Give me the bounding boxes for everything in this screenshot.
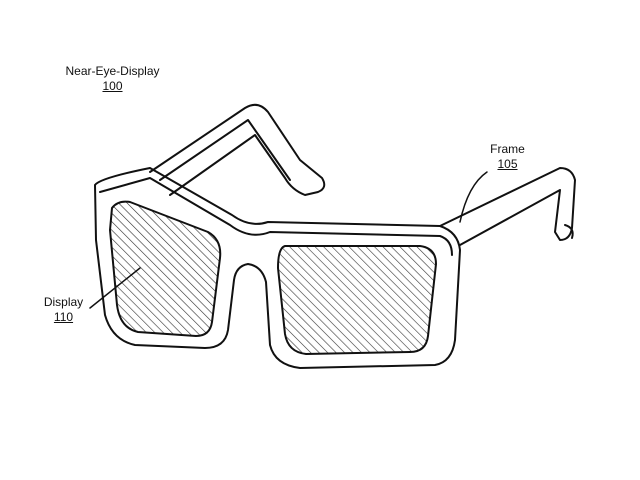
near-eye-display-label: Near-Eye-Display 100	[55, 64, 170, 94]
left-lens	[109, 200, 222, 337]
near-eye-display-ref: 100	[102, 79, 123, 93]
display-title: Display	[43, 295, 84, 309]
near-eye-display-title: Near-Eye-Display	[65, 64, 160, 78]
display-leader	[89, 267, 141, 309]
display-label: Display 110	[36, 295, 91, 325]
frame-ref: 105	[497, 157, 518, 171]
far-temple	[149, 103, 326, 196]
near-temple	[439, 167, 576, 246]
frame-label: Frame 105	[480, 142, 535, 172]
front-frame	[94, 167, 461, 369]
right-lens	[277, 245, 437, 355]
frame-leader	[459, 171, 488, 223]
display-ref: 110	[53, 310, 74, 324]
frame-title: Frame	[490, 142, 525, 156]
